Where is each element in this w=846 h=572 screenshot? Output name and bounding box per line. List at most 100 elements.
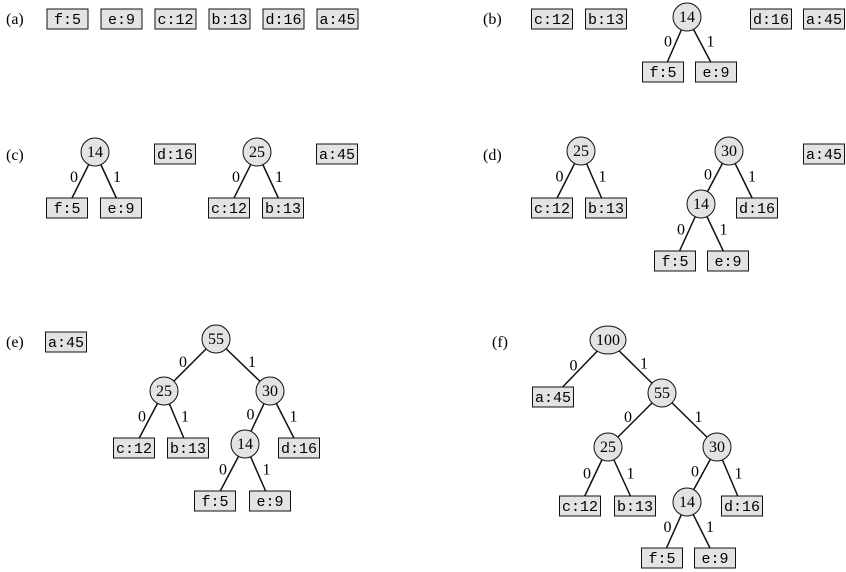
leaf-label: f:5 <box>53 201 80 218</box>
edge-label: 0 <box>219 462 227 479</box>
internal-circle <box>255 376 285 406</box>
leaf-label: b:13 <box>265 201 301 218</box>
internal-circle <box>647 378 677 408</box>
internal-node: 14 <box>230 429 260 459</box>
edge-label: 0 <box>138 409 146 426</box>
leaf-label: b:13 <box>211 12 247 29</box>
edge-label: 1 <box>748 169 756 186</box>
leaf-box <box>654 250 696 272</box>
leaf-box <box>46 8 89 30</box>
leaf-label: c:12 <box>157 12 193 29</box>
leaf-box <box>278 437 320 459</box>
leaf-box <box>694 547 736 569</box>
leaf-label: f:5 <box>54 12 81 29</box>
leaf-label: a:45 <box>535 390 571 407</box>
leaf-node: b:13 <box>585 197 627 219</box>
leaf-node: f:5 <box>46 8 89 30</box>
internal-node: 55 <box>201 324 231 354</box>
internal-node: 30 <box>702 432 732 462</box>
leaf-label: e:9 <box>702 65 729 82</box>
leaf-box <box>559 495 601 517</box>
leaf-label: e:9 <box>256 494 283 511</box>
leaf-node: b:13 <box>585 8 627 30</box>
leaf-node: d:16 <box>262 8 305 30</box>
node-weight: 25 <box>600 439 616 456</box>
edge-label: 0 <box>664 519 672 536</box>
internal-circle <box>702 432 732 462</box>
edge-label: 0 <box>677 222 685 239</box>
leaf-box <box>803 8 845 30</box>
internal-node: 14 <box>686 189 716 219</box>
internal-circle <box>593 432 623 462</box>
leaf-box <box>531 8 573 30</box>
edge-label: 1 <box>181 409 189 426</box>
leaf-label: f:5 <box>661 254 688 271</box>
leaf-box <box>641 547 683 569</box>
internal-circle <box>230 429 260 459</box>
leaf-box <box>721 495 763 517</box>
leaf-node: d:16 <box>278 437 320 459</box>
leaf-node: e:9 <box>100 8 143 30</box>
internal-node: 14 <box>80 137 110 167</box>
leaf-node: a:45 <box>532 386 574 408</box>
leaf-label: e:9 <box>107 201 134 218</box>
leaf-box <box>585 197 627 219</box>
panel-label: (c) <box>6 147 24 164</box>
internal-node: 25 <box>566 136 596 166</box>
internal-node: 30 <box>255 376 285 406</box>
panel-label: (e) <box>6 334 24 351</box>
leaf-box <box>194 490 236 512</box>
leaf-node: c:12 <box>559 495 601 517</box>
leaf-node: b:13 <box>167 437 209 459</box>
leaf-box <box>208 197 250 219</box>
node-weight: 25 <box>249 144 265 161</box>
leaf-label: e:9 <box>714 254 741 271</box>
leaf-box <box>707 250 749 272</box>
leaf-label: a:45 <box>806 147 842 164</box>
leaf-label: b:13 <box>170 441 206 458</box>
leaf-node: c:12 <box>113 437 155 459</box>
leaf-label: d:16 <box>281 441 317 458</box>
internal-circle <box>672 2 702 32</box>
leaf-box <box>531 197 573 219</box>
edge-label: 1 <box>275 169 283 186</box>
node-weight: 55 <box>654 385 670 402</box>
leaf-box <box>100 197 142 219</box>
leaf-box <box>532 386 574 408</box>
leaf-box <box>154 8 197 30</box>
leaf-node: a:45 <box>45 331 87 353</box>
node-weight: 14 <box>87 144 103 161</box>
leaf-node: f:5 <box>642 61 684 83</box>
leaf-label: a:45 <box>806 12 842 29</box>
leaf-node: f:5 <box>194 490 236 512</box>
internal-circle <box>672 487 702 517</box>
leaf-box <box>642 61 684 83</box>
leaf-box <box>154 143 196 165</box>
leaf-box <box>45 331 87 353</box>
leaf-node: d:16 <box>721 495 763 517</box>
leaf-node: e:9 <box>695 61 737 83</box>
leaf-node: e:9 <box>249 490 291 512</box>
internal-circle <box>714 136 744 166</box>
edge-label: 0 <box>179 354 187 371</box>
edge-label: 1 <box>695 409 703 426</box>
leaf-node: a:45 <box>316 8 359 30</box>
leaf-box <box>46 197 88 219</box>
leaf-box <box>750 8 792 30</box>
leaf-node: c:12 <box>208 197 250 219</box>
edge-label: 1 <box>720 222 728 239</box>
leaf-box <box>736 197 778 219</box>
internal-node: 25 <box>593 432 623 462</box>
leaf-box <box>262 8 305 30</box>
leaf-label: c:12 <box>534 201 570 218</box>
edge-label: 0 <box>664 34 672 51</box>
internal-node: 25 <box>149 376 179 406</box>
leaf-box <box>803 143 845 165</box>
edge-label: 0 <box>556 169 564 186</box>
leaf-node: f:5 <box>46 197 88 219</box>
internal-circle <box>589 325 627 355</box>
